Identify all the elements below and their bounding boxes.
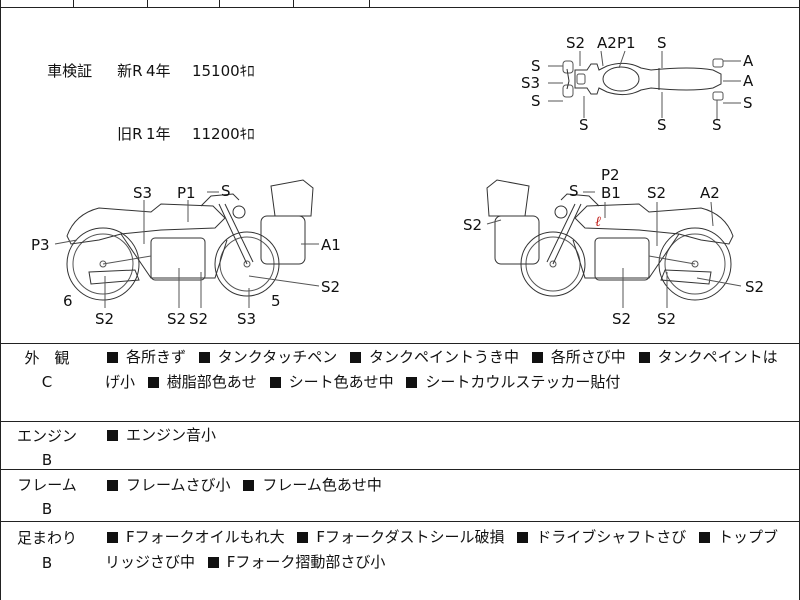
section-engine: エンジン B エンジン音小 bbox=[1, 422, 800, 470]
left-view-label: S3 bbox=[237, 310, 256, 328]
top-view-label: S bbox=[531, 92, 541, 110]
inspection-km: 11200ｷﾛ bbox=[191, 125, 255, 143]
left-side-leaders bbox=[54, 191, 320, 308]
section-frame: フレーム B フレームさび小 フレーム色あせ中 bbox=[1, 470, 800, 522]
left-view-label: 6 bbox=[63, 292, 73, 310]
top-view-label: A2 bbox=[597, 34, 617, 52]
left-view-label: P3 bbox=[31, 236, 50, 254]
condition-item: シートカウルステッカー貼付 bbox=[425, 373, 621, 391]
left-side-motorcycle bbox=[66, 179, 314, 301]
top-view-label: S bbox=[743, 94, 753, 112]
left-view-label: P1 bbox=[177, 184, 196, 202]
right-view-label: S2 bbox=[745, 278, 764, 296]
left-view-label: A1 bbox=[321, 236, 341, 254]
left-view-label: S bbox=[221, 182, 231, 200]
condition-item: Fフォークダストシール破損 bbox=[316, 528, 505, 546]
condition-item: トップブリッジさび中 bbox=[105, 528, 779, 571]
section-grade: B bbox=[41, 554, 53, 572]
condition-item: タンクペイントはげ小 bbox=[105, 348, 778, 391]
right-view-label: P2 bbox=[601, 166, 620, 184]
condition-item: Fフォーク摺動部さび小 bbox=[226, 553, 386, 571]
left-view-label: S2 bbox=[167, 310, 186, 328]
top-view-label: A bbox=[743, 72, 754, 90]
left-view-label: S2 bbox=[95, 310, 114, 328]
condition-item: Fフォークオイルもれ大 bbox=[126, 528, 285, 546]
left-view-label: S2 bbox=[189, 310, 208, 328]
right-view-label: S2 bbox=[647, 184, 666, 202]
right-view-label: S2 bbox=[612, 310, 631, 328]
damage-diagram-area: 車検証 新R 4年 15100ｷﾛ 旧R 1年 11200ｷﾛ bbox=[1, 8, 800, 344]
top-view-label: S2 bbox=[566, 34, 585, 52]
header-row-remnant bbox=[1, 0, 800, 8]
section-category: 外 観 bbox=[24, 349, 70, 367]
top-view-label: A bbox=[743, 52, 754, 70]
right-side-leaders bbox=[486, 191, 742, 308]
section-category: 足まわり bbox=[16, 529, 77, 547]
condition-item: タンクタッチペン bbox=[217, 348, 338, 366]
section-items: 各所きず タンクタッチペン タンクペイントうき中 各所さび中 タンクペイントはげ… bbox=[105, 345, 787, 395]
top-view-label: S3 bbox=[521, 74, 540, 92]
right-view-label: S bbox=[569, 182, 579, 200]
top-view-label: S bbox=[712, 116, 722, 134]
condition-item: 樹脂部色あせ bbox=[166, 373, 257, 391]
top-view-leaders bbox=[548, 50, 741, 120]
section-grade: B bbox=[41, 451, 53, 469]
condition-item: フレーム色あせ中 bbox=[262, 476, 382, 494]
section-grade: B bbox=[41, 500, 53, 518]
top-view-label: S bbox=[579, 116, 589, 134]
red-mark: ℓ bbox=[595, 214, 601, 230]
inspection-year: 4年 bbox=[145, 62, 171, 80]
condition-item: タンクペイントうき中 bbox=[368, 348, 519, 366]
right-side-motorcycle bbox=[486, 179, 734, 301]
right-view-label: B1 bbox=[601, 184, 621, 202]
condition-item: 各所さび中 bbox=[550, 348, 626, 366]
section-category: フレーム bbox=[17, 476, 77, 494]
right-view-label: S2 bbox=[657, 310, 676, 328]
inspection-grade: 新R bbox=[117, 62, 143, 80]
inspection-km: 15100ｷﾛ bbox=[191, 62, 255, 80]
top-view-motorcycle bbox=[562, 58, 724, 101]
right-view-label: A2 bbox=[700, 184, 720, 202]
top-view-label: S bbox=[657, 116, 667, 134]
top-view-label: P1 bbox=[617, 34, 636, 52]
section-items: Fフォークオイルもれ大 Fフォークダストシール破損 ドライブシャフトさび トップ… bbox=[105, 525, 787, 575]
top-view-label: S bbox=[657, 34, 667, 52]
left-view-label: S3 bbox=[133, 184, 152, 202]
section-suspension: 足まわり B Fフォークオイルもれ大 Fフォークダストシール破損 ドライブシャフ… bbox=[1, 522, 800, 600]
section-exterior: 外 観 C 各所きず タンクタッチペン タンクペイントうき中 各所さび中 タンク… bbox=[1, 344, 800, 422]
inspection-year: 1年 bbox=[145, 125, 171, 143]
left-view-label: S2 bbox=[321, 278, 340, 296]
inspection-grade: 旧R bbox=[117, 125, 143, 143]
right-view-label: S2 bbox=[463, 216, 482, 234]
section-items: フレームさび小 フレーム色あせ中 bbox=[105, 473, 787, 498]
left-view-label: 5 bbox=[271, 292, 281, 310]
section-grade: C bbox=[41, 373, 53, 391]
condition-item: シート色あせ中 bbox=[288, 373, 394, 391]
inspection-info: 車検証 新R 4年 15100ｷﾛ 旧R 1年 11200ｷﾛ bbox=[9, 40, 255, 166]
top-view-label: S bbox=[531, 57, 541, 75]
condition-item: ドライブシャフトさび bbox=[536, 528, 687, 546]
condition-item: 各所きず bbox=[126, 348, 187, 366]
section-category: エンジン bbox=[16, 427, 77, 445]
section-items: エンジン音小 bbox=[105, 423, 787, 448]
motorcycle-diagrams: S2 A2 P1 S S S3 S A A S S S S bbox=[31, 34, 764, 328]
condition-item: エンジン音小 bbox=[126, 426, 217, 444]
condition-item: フレームさび小 bbox=[126, 476, 231, 494]
inspection-label: 車検証 bbox=[47, 62, 93, 80]
